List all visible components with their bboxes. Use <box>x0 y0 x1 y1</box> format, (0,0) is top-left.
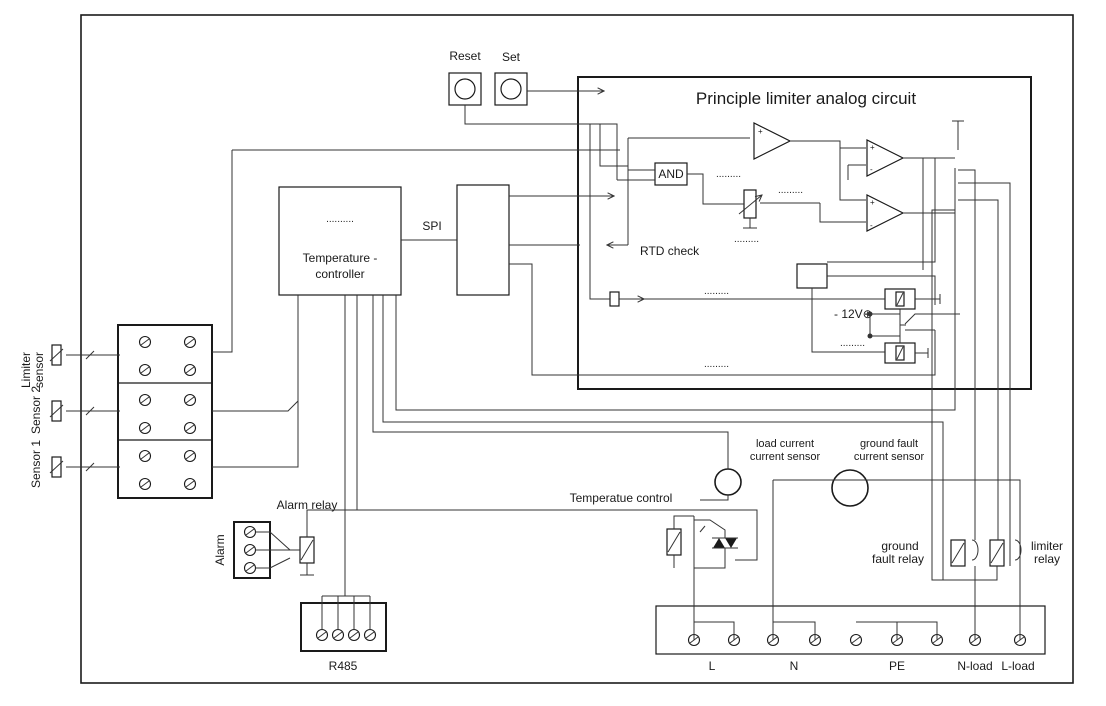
terminal-label-n-load: N-load <box>957 659 992 673</box>
ground-fault-current-sensor <box>831 469 869 507</box>
analog-circuit-block: Principle limiter analog circuit + + - + -… <box>577 76 1032 390</box>
svg-text:-: - <box>870 221 873 230</box>
load-current-label-2: current sensor <box>750 451 821 463</box>
temperature-control-ssr <box>666 528 738 556</box>
ground-fault-sensor-label-1: ground fault <box>860 438 918 450</box>
comparator-top <box>753 122 792 160</box>
comparator-lower <box>866 194 905 232</box>
limiter-sensor-icon <box>49 344 64 366</box>
load-current-label-1: load current <box>756 438 814 450</box>
dots-3: ......... <box>734 234 759 245</box>
and-gate-label: AND <box>658 167 684 181</box>
supply-label: - 12V⊕ <box>834 307 873 321</box>
rtd-check-label: RTD check <box>640 244 700 258</box>
ground-fault-relay-label-2: fault relay <box>872 552 924 566</box>
dots-2: ......... <box>778 185 803 196</box>
r485-label: R485 <box>329 659 358 673</box>
temperature-control-label: Temperatue control <box>570 491 673 505</box>
temperature-controller: .......... Temperature - controller <box>278 186 402 296</box>
sensor-2-icon <box>49 400 64 422</box>
ground-fault-sensor-label-2: current sensor <box>854 451 925 463</box>
sensor-1-icon <box>49 456 64 478</box>
analog-wiring <box>617 120 964 358</box>
external-wiring <box>66 91 1021 640</box>
terminal-label-l-load: L-load <box>1001 659 1034 673</box>
reset-button[interactable] <box>448 72 482 106</box>
limiter-relay-label-2: relay <box>1034 552 1060 566</box>
dots-1: ......... <box>716 169 741 180</box>
terminal-label-n: N <box>790 659 799 673</box>
limiter-relay-label-1: limiter <box>1031 539 1063 553</box>
alarm-label: Alarm <box>213 534 227 565</box>
outer-frame <box>80 14 1074 684</box>
controller-label-2: controller <box>315 267 364 281</box>
svg-text:+: + <box>870 143 875 152</box>
alarm-relay-label: Alarm relay <box>277 498 338 512</box>
svg-text:+: + <box>758 127 763 136</box>
sensor-terminal-block <box>117 324 213 499</box>
limiter-sensor-label-1: Limiter <box>19 352 33 388</box>
alarm-relay <box>299 536 315 564</box>
terminal-label-l: L <box>709 659 716 673</box>
controller-dots: .......... <box>326 214 354 225</box>
controller-label-1: Temperature - <box>303 251 378 265</box>
input-resistor <box>609 291 620 307</box>
reset-label: Reset <box>449 49 481 63</box>
analog-circuit-frame <box>577 76 1032 390</box>
svg-text:-: - <box>870 165 873 174</box>
mains-terminal-strip <box>655 605 1046 655</box>
svg-text:+: + <box>870 198 875 207</box>
sensor-symbols <box>49 344 64 478</box>
sensor-terminal-screws <box>138 335 197 491</box>
terminal-label-pe: PE <box>889 659 905 673</box>
dots-4: ......... <box>704 286 729 297</box>
sensor-2-label: Sensor 2 <box>29 386 43 434</box>
limiter-sensor-label-2: sensor <box>32 352 46 388</box>
sensor-1-label: Sensor 1 <box>29 440 43 488</box>
dots-5: ......... <box>840 338 865 349</box>
r485-terminal <box>300 602 387 652</box>
spi-interface-block <box>456 184 510 296</box>
limiter-relay <box>989 539 1022 567</box>
latch-block <box>796 263 828 289</box>
load-current-sensor <box>714 468 742 496</box>
ground-fault-relay <box>950 539 979 567</box>
dots-6: ......... <box>704 359 729 370</box>
potentiometer <box>743 189 757 219</box>
analog-circuit-title: Principle limiter analog circuit <box>696 89 916 108</box>
set-button[interactable] <box>494 72 528 106</box>
set-label: Set <box>502 50 521 64</box>
comparator-upper <box>866 139 905 177</box>
spi-label: SPI <box>422 219 441 233</box>
ground-fault-relay-label-1: ground <box>881 539 918 553</box>
